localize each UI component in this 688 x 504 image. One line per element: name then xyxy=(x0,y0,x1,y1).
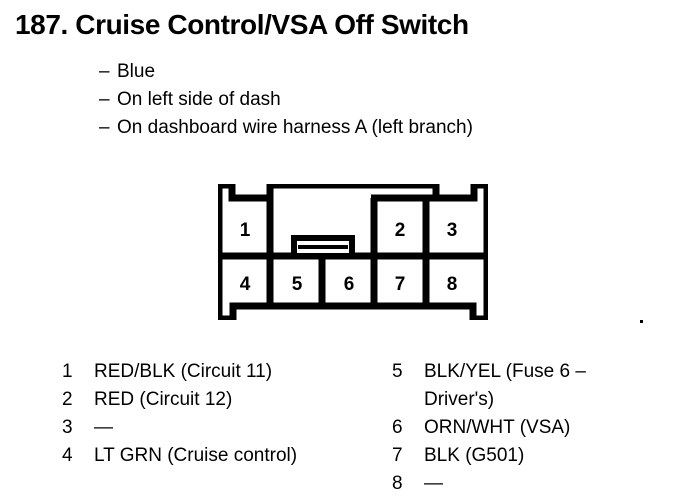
connector-outer-shell xyxy=(218,184,488,320)
bullet-item: – On dashboard wire harness A (left bran… xyxy=(99,114,659,142)
legend-column-left: 1 RED/BLK (Circuit 11) 2 RED (Circuit 12… xyxy=(62,358,392,470)
legend-pin-number: 3 xyxy=(62,417,73,438)
legend-pin-label: — xyxy=(424,473,443,494)
bullet-item: – On left side of dash xyxy=(99,86,659,114)
legend-row: 2 RED (Circuit 12) xyxy=(62,386,392,414)
connector-pinout-diagram: 1 2 3 4 5 6 7 8 xyxy=(218,184,488,320)
legend-pin-label: LT GRN (Cruise control) xyxy=(94,445,298,466)
legend-pin-label: RED (Circuit 12) xyxy=(94,389,233,410)
pin-number-1: 1 xyxy=(240,220,251,241)
legend-row: 1 RED/BLK (Circuit 11) xyxy=(62,358,392,386)
legend-pin-number: 5 xyxy=(392,361,403,382)
bullet-text: Blue xyxy=(117,61,156,82)
pin-number-6: 6 xyxy=(344,274,355,295)
legend-pin-number: 2 xyxy=(62,389,73,410)
pin-number-4: 4 xyxy=(240,274,251,295)
bullet-text: On left side of dash xyxy=(117,89,281,110)
legend-pin-label: ORN/WHT (VSA) xyxy=(424,417,571,438)
dash-icon: – xyxy=(99,117,110,138)
dash-icon: – xyxy=(99,89,110,110)
pin-number-3: 3 xyxy=(447,220,458,241)
scan-speck-artifact xyxy=(640,320,643,323)
legend-row: 4 LT GRN (Cruise control) xyxy=(62,442,392,470)
pin-number-7: 7 xyxy=(395,274,406,295)
legend-pin-label: RED/BLK (Circuit 11) xyxy=(94,361,273,382)
legend-pin-label: BLK (G501) xyxy=(424,445,525,466)
legend-pin-label: — xyxy=(94,417,113,438)
legend-pin-number: 8 xyxy=(392,473,403,494)
legend-pin-number: 4 xyxy=(62,445,73,466)
bullet-item: – Blue xyxy=(99,58,659,86)
bullet-text: On dashboard wire harness A (left branch… xyxy=(117,117,473,138)
page-title: 187. Cruise Control/VSA Off Switch xyxy=(15,9,469,40)
pin-number-2: 2 xyxy=(395,220,406,241)
legend-row: 8 — xyxy=(392,470,682,498)
pin-number-5: 5 xyxy=(292,274,303,295)
description-bullet-list: – Blue – On left side of dash – On dashb… xyxy=(99,58,659,142)
legend-row: 5 BLK/YEL (Fuse 6 – Driver's) xyxy=(392,358,682,414)
legend-row: 6 ORN/WHT (VSA) xyxy=(392,414,682,442)
legend-pin-number: 1 xyxy=(62,361,73,382)
legend-pin-label: BLK/YEL (Fuse 6 – Driver's) xyxy=(424,361,586,410)
legend-row: 3 — xyxy=(62,414,392,442)
legend-column-right: 5 BLK/YEL (Fuse 6 – Driver's) 6 ORN/WHT … xyxy=(392,358,682,498)
legend-pin-number: 6 xyxy=(392,417,403,438)
pin-number-8: 8 xyxy=(447,274,458,295)
dash-icon: – xyxy=(99,61,110,82)
legend-pin-number: 7 xyxy=(392,445,403,466)
legend-row: 7 BLK (G501) xyxy=(392,442,682,470)
